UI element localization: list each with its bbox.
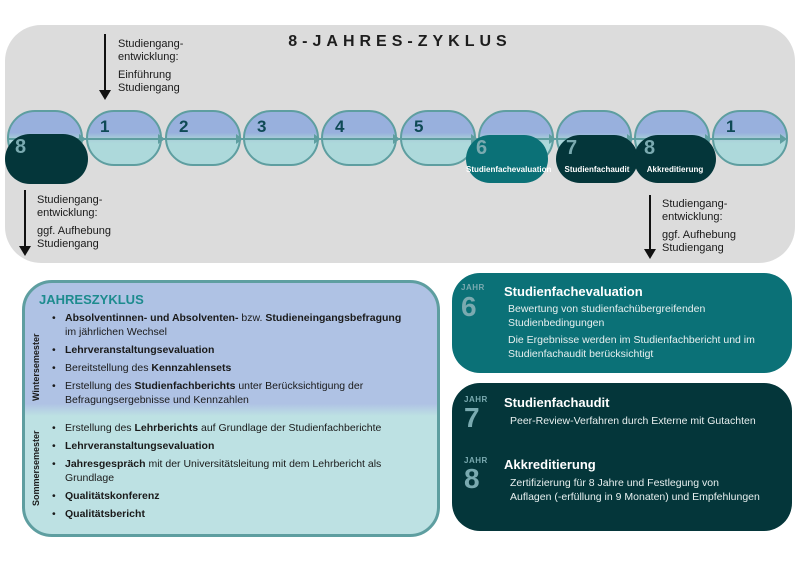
milestone-number: 8	[644, 137, 656, 159]
list-item: Absolventinnen- und Absolventen- bzw. St…	[45, 311, 415, 339]
list-item: Jahresgespräch mit der Universitätsleitu…	[45, 457, 415, 485]
list-item: Erstellung des Studienfachberichts unter…	[45, 379, 415, 407]
detail-text: Zertifizierung für 8 Jahre und Festlegun…	[510, 476, 760, 507]
arrow-down-icon	[644, 195, 656, 259]
year6-box: JAHR 6 Studienfachevaluation Bewertung v…	[452, 273, 792, 373]
note-line: Studiengang-	[662, 198, 728, 210]
year-number: 6	[461, 291, 477, 322]
note-line: entwicklung:	[662, 211, 723, 223]
winter-semester-list: Absolventinnen- und Absolventen- bzw. St…	[45, 311, 415, 411]
text: im jährlichen Wechsel	[65, 326, 167, 338]
text: Bereitstellung des	[65, 362, 152, 374]
year-number: 7	[464, 402, 480, 433]
bold-text: Absolventinnen- und Absolventen-	[65, 312, 239, 324]
milestone-label: Studienfachaudit	[564, 165, 630, 174]
list-item: Lehrveranstaltungsevaluation	[45, 439, 415, 453]
year-number: 8	[464, 463, 480, 494]
detail-line: Bewertung von studienfachübergreifenden …	[508, 303, 706, 329]
note-line: ggf. Aufhebung	[662, 229, 737, 241]
note-line: Studiengang	[118, 82, 180, 94]
text: Erstellung des	[65, 380, 135, 392]
detail-title: Studienfachaudit	[504, 395, 610, 410]
arrow-down-icon	[99, 34, 111, 100]
bold-text: Lehrberichts	[134, 422, 199, 434]
list-item: Bereitstellung des Kennzahlensets	[45, 361, 415, 375]
detail-line: Die Ergebnisse werden im Studienfachberi…	[508, 334, 755, 360]
milestone-label: Akkreditierung	[646, 165, 704, 174]
detail-text: Bewertung von studienfachübergreifenden …	[508, 302, 783, 364]
year-bubble-number: 1	[726, 117, 736, 136]
timeline-arrowhead-icon	[393, 134, 400, 144]
milestone-number: 6	[476, 137, 488, 159]
text: unter Berücksichtigung der Befragungserg…	[65, 380, 364, 406]
year7-8-box: JAHR 7 Studienfachaudit Peer-Review-Verf…	[452, 383, 792, 531]
annual-cycle-title: JAHRESZYKLUS	[39, 292, 144, 307]
text: bzw.	[238, 312, 266, 324]
note-line: entwicklung:	[118, 51, 179, 63]
bold-text: Kennzahlensets	[151, 362, 232, 374]
note-line: Studiengang	[37, 238, 99, 250]
list-item: Lehrveranstaltungsevaluation	[45, 343, 415, 357]
text: mit der Universitätsleitung mit dem Lehr…	[65, 458, 382, 484]
detail-title: Akkreditierung	[504, 457, 596, 472]
note-line: Studiengang	[662, 242, 724, 254]
timeline-arrowhead-icon	[314, 134, 321, 144]
timeline-arrowhead-icon	[236, 134, 243, 144]
detail-text: Peer-Review-Verfahren durch Externe mit …	[510, 414, 785, 431]
note-line: entwicklung:	[37, 207, 98, 219]
bold-text: Lehrveranstaltungsevaluation	[65, 440, 215, 452]
year-label: JAHR	[464, 456, 488, 465]
bold-text: Studienfachberichts	[134, 380, 236, 392]
timeline-arrowhead-icon	[627, 134, 634, 144]
note-line: ggf. Aufhebung	[37, 225, 112, 237]
arrow-down-icon	[19, 190, 31, 256]
list-item: Qualitätskonferenz	[45, 489, 415, 503]
year-bubble-number: 3	[257, 117, 267, 136]
summer-semester-label: Sommersemester	[31, 430, 41, 506]
year-bubble-number: 2	[179, 117, 189, 136]
cycle-title: 8-JAHRES-ZYKLUS	[288, 33, 512, 50]
text: Erstellung des	[65, 422, 135, 434]
detail-line: Peer-Review-Verfahren durch Externe mit …	[510, 415, 756, 427]
note-line: Einführung	[118, 69, 172, 81]
bold-text: Jahresgespräch	[65, 458, 146, 470]
list-item: Qualitätsbericht	[45, 507, 415, 521]
timeline-arrowhead-icon	[705, 134, 712, 144]
year-bubble-number: 5	[414, 117, 424, 136]
milestone-pill: 8	[5, 134, 88, 184]
note-line: Studiengang-	[37, 194, 103, 206]
annual-cycle-box: JAHRESZYKLUS Wintersemester Sommersemest…	[22, 280, 440, 537]
bold-text: Qualitätskonferenz	[65, 490, 160, 502]
year-bubble-number: 1	[100, 117, 110, 136]
milestone-label: Studienfachevaluation	[466, 165, 552, 174]
bold-text: Studieneingangsbefragung	[265, 312, 402, 324]
bold-text: Lehrveranstaltungsevaluation	[65, 344, 215, 356]
milestone-number: 8	[15, 136, 27, 158]
timeline-arrowhead-icon	[158, 134, 165, 144]
bold-text: Qualitätsbericht	[65, 508, 145, 520]
detail-line: Zertifizierung für 8 Jahre und Festlegun…	[510, 477, 760, 503]
timeline-arrowhead-icon	[549, 134, 556, 144]
list-item: Erstellung des Lehrberichts auf Grundlag…	[45, 421, 415, 435]
winter-semester-label: Wintersemester	[31, 333, 41, 401]
year-label: JAHR	[461, 283, 485, 292]
timeline-arrowhead-icon	[79, 134, 86, 144]
summer-semester-list: Erstellung des Lehrberichts auf Grundlag…	[45, 421, 415, 525]
note-line: Studiengang-	[118, 38, 184, 50]
year-label: JAHR	[464, 395, 488, 404]
milestone-number: 7	[566, 137, 578, 159]
text: auf Grundlage der Studienfachberichte	[198, 422, 382, 434]
detail-title: Studienfachevaluation	[504, 284, 643, 299]
timeline-arrowhead-icon	[780, 134, 787, 144]
year-bubble-number: 4	[335, 117, 345, 136]
